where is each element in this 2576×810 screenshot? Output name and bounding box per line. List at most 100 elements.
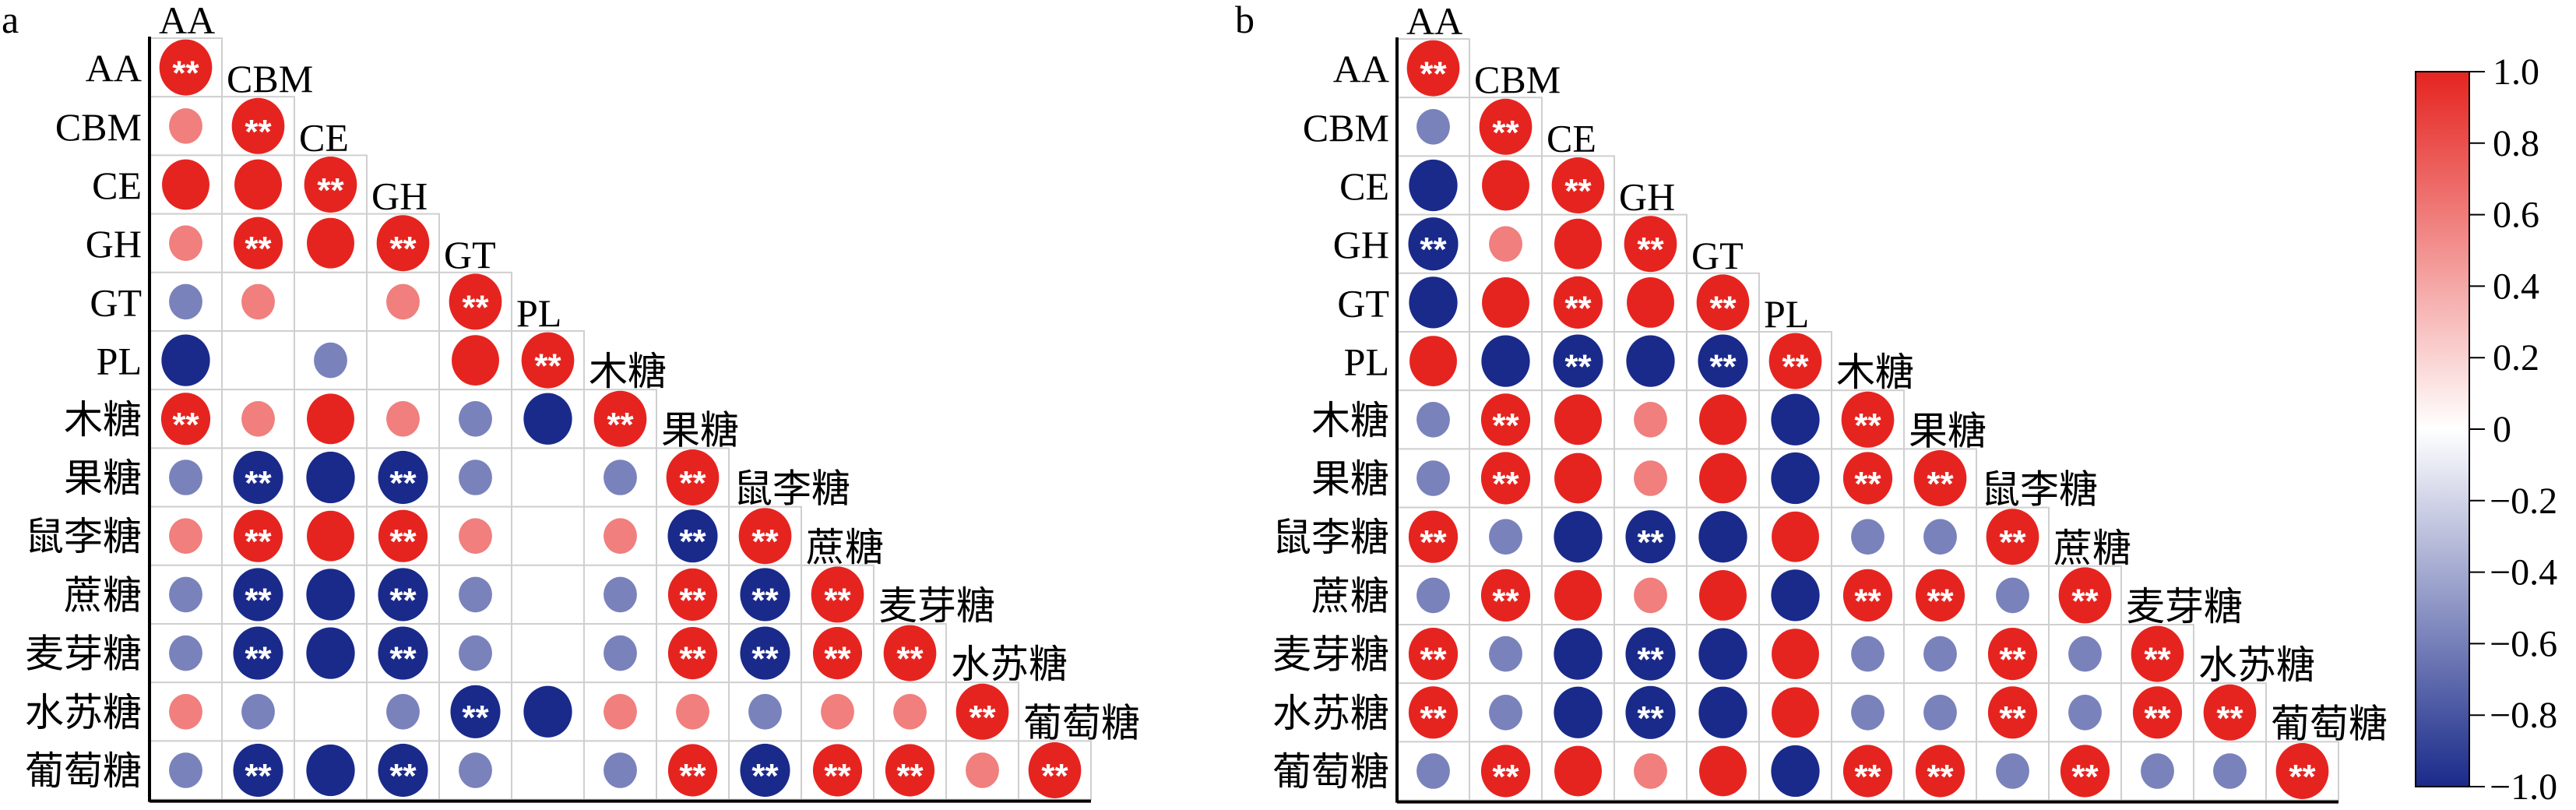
correlation-circle — [2132, 686, 2183, 739]
cell-葡萄糖-葡萄糖: ** — [2275, 743, 2329, 799]
cell-CBM-AA — [1416, 109, 1450, 145]
cell-水苏糖-AA — [169, 694, 202, 730]
correlation-circle — [821, 694, 854, 730]
correlation-circle — [1480, 569, 1531, 622]
correlation-circle — [159, 39, 213, 96]
cell-border — [511, 740, 585, 801]
correlation-circle — [667, 744, 718, 797]
correlation-circle — [604, 635, 637, 671]
correlation-circle — [1625, 510, 1676, 564]
cell-葡萄糖-CBM: ** — [233, 743, 283, 798]
cell-CE-CBM — [234, 159, 282, 210]
significance-marker: ** — [1492, 465, 1519, 503]
significance-marker: ** — [1637, 231, 1664, 269]
correlation-circle — [459, 460, 492, 495]
cell-葡萄糖-鼠李糖: ** — [740, 743, 790, 798]
cell-鼠李糖-GH: ** — [1625, 510, 1676, 564]
correlation-circle — [1842, 452, 1893, 505]
row-label: CBM — [55, 105, 142, 149]
cell-PL-CBM — [1481, 335, 1530, 387]
correlation-circle — [1554, 453, 1602, 504]
column-label: 蔗糖 — [2053, 526, 2131, 570]
correlation-circle — [233, 568, 283, 622]
significance-marker: ** — [2071, 758, 2099, 796]
cell-果糖-GH — [1634, 460, 1667, 496]
row-label: 果糖 — [64, 456, 142, 500]
correlation-circle — [676, 694, 709, 730]
column-label: AA — [159, 0, 215, 42]
column-label: 鼠李糖 — [734, 467, 850, 511]
correlation-circle — [307, 393, 354, 445]
significance-marker: ** — [1709, 289, 1737, 327]
cell-鼠李糖-GT — [1698, 511, 1747, 563]
cell-水苏糖-AA: ** — [1408, 686, 1459, 739]
correlation-circle — [667, 568, 718, 622]
significance-marker: ** — [751, 757, 779, 795]
cell-蔗糖-AA — [169, 576, 202, 613]
cell-水苏糖-麦芽糖 — [893, 694, 927, 730]
correlation-circle — [2275, 743, 2329, 799]
correlation-circle — [748, 694, 782, 730]
cell-GT-CE: ** — [1553, 276, 1603, 329]
significance-marker: ** — [389, 640, 417, 678]
cell-木糖-CBM: ** — [1480, 393, 1531, 446]
correlation-circle — [1923, 636, 1957, 672]
row-label: 葡萄糖 — [1272, 750, 1389, 794]
row-label: GH — [1333, 223, 1389, 266]
correlation-circle — [1842, 569, 1893, 622]
column-label: GT — [1691, 234, 1744, 277]
cell-水苏糖-鼠李糖: ** — [1987, 686, 2038, 739]
significance-marker: ** — [1637, 523, 1664, 562]
cell-果糖-CE — [1554, 453, 1602, 504]
correlation-circle — [1409, 336, 1457, 386]
correlation-circle — [593, 390, 647, 447]
cell-葡萄糖-麦芽糖 — [2141, 753, 2174, 789]
cell-PL-AA — [161, 334, 210, 386]
correlation-circle — [1851, 519, 1884, 555]
cell-GT-GT: ** — [1696, 274, 1750, 331]
cell-葡萄糖-GT — [1699, 745, 1747, 797]
cell-水苏糖-CBM — [1489, 695, 1522, 731]
cell-果糖-CBM: ** — [233, 450, 283, 505]
colorbar-tick-label: −0.2 — [2490, 481, 2557, 522]
correlation-circle — [1416, 460, 1450, 496]
correlation-circle — [231, 97, 285, 154]
significance-marker: ** — [751, 640, 779, 678]
correlation-circle — [666, 449, 720, 505]
significance-marker: ** — [1564, 172, 1592, 210]
significance-marker: ** — [2144, 699, 2171, 738]
cell-葡萄糖-葡萄糖: ** — [1028, 742, 1082, 798]
cell-麦芽糖-GT — [459, 635, 492, 671]
correlation-circle — [2203, 684, 2257, 741]
cell-水苏糖-木糖 — [1851, 695, 1884, 731]
correlation-circle — [1416, 402, 1450, 438]
significance-marker: ** — [1854, 582, 1881, 620]
cell-border — [2048, 624, 2122, 685]
significance-marker: ** — [172, 55, 199, 93]
correlation-circle — [376, 215, 430, 272]
correlation-circle — [2068, 636, 2102, 672]
cell-麦芽糖-GT — [1698, 628, 1747, 680]
cell-GH-GH: ** — [1624, 216, 1677, 273]
correlation-circle — [459, 635, 492, 671]
cell-GH-CBM — [1489, 226, 1522, 262]
cell-麦芽糖-鼠李糖: ** — [1987, 628, 2038, 681]
column-label: PL — [516, 291, 561, 335]
correlation-circle — [1554, 218, 1602, 269]
correlation-circle — [1768, 333, 1822, 389]
cell-鼠李糖-AA: ** — [1408, 510, 1459, 563]
correlation-circle — [955, 683, 1009, 740]
cell-水苏糖-蔗糖 — [2068, 695, 2102, 731]
cell-果糖-果糖: ** — [1913, 450, 1967, 506]
cell-PL-PL: ** — [1768, 333, 1822, 389]
cell-果糖-GT — [1699, 453, 1747, 504]
correlation-circle — [233, 743, 283, 798]
correlation-circle — [1480, 745, 1531, 798]
significance-marker: ** — [1637, 699, 1664, 738]
cell-GT-CBM — [1482, 277, 1529, 328]
significance-marker: ** — [534, 347, 561, 386]
correlation-circle — [1772, 629, 1819, 679]
correlation-circle — [1634, 577, 1667, 614]
cell-麦芽糖-PL — [1772, 629, 1819, 679]
correlation-circle — [1624, 216, 1677, 273]
